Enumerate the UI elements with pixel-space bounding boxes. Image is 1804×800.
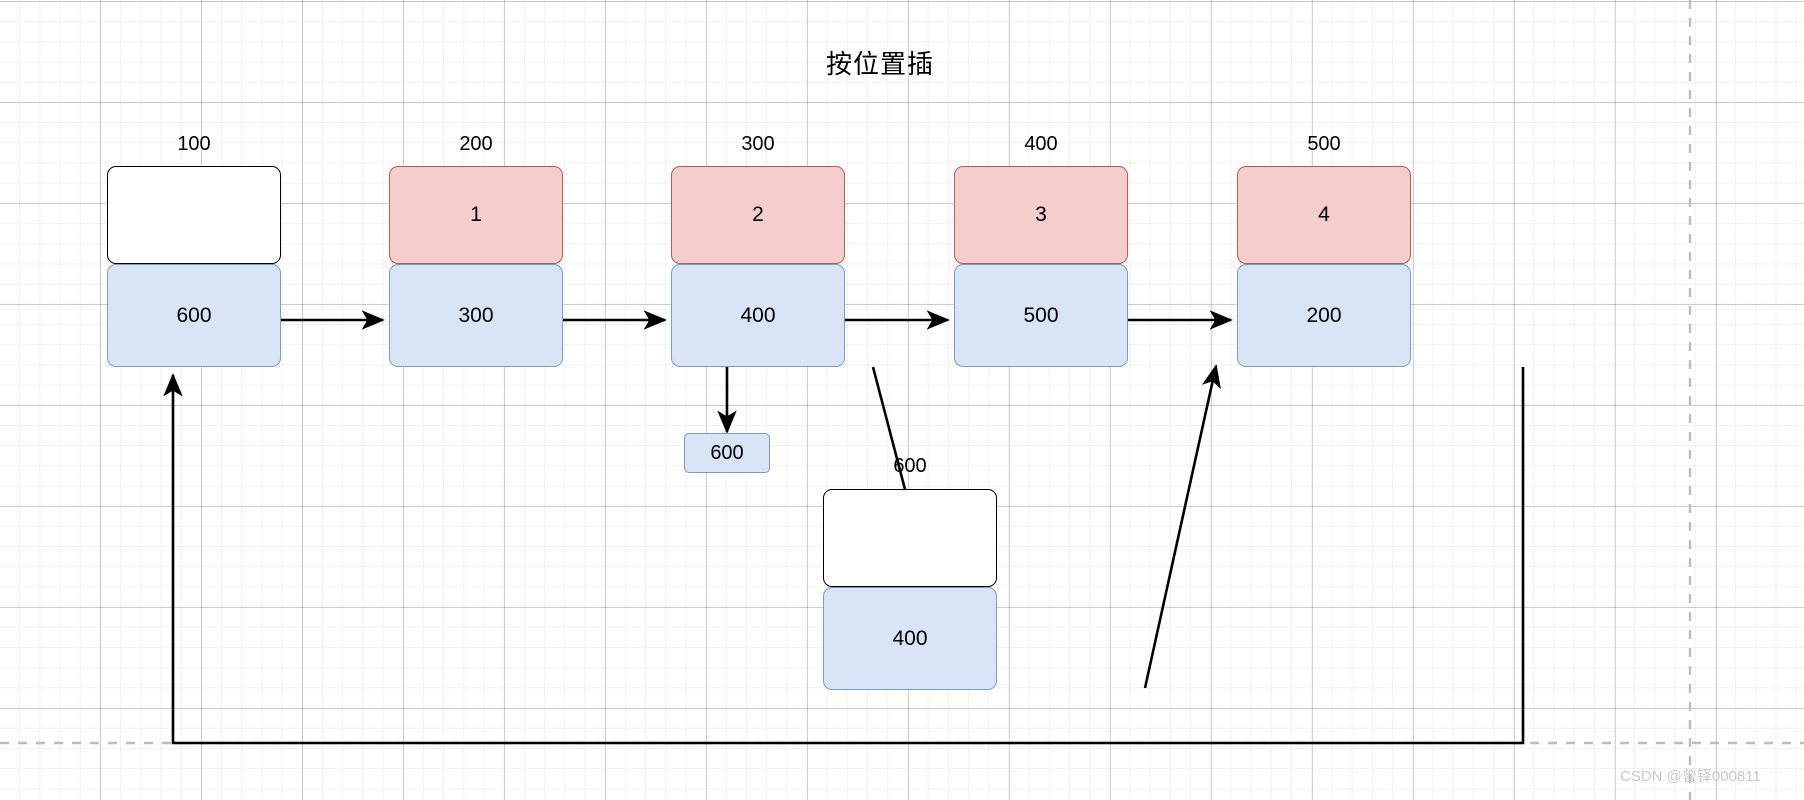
- new-node-600-header: [823, 489, 997, 587]
- node-address-label-3: 300: [741, 133, 775, 155]
- node-300-header: 2: [671, 166, 845, 264]
- node-200-header: 1: [389, 166, 563, 264]
- node-200-value: 300: [389, 264, 563, 367]
- new-node-600-value: 400: [823, 587, 997, 690]
- diagram-title-text: 按位置插: [825, 49, 934, 79]
- small-box-600: 600: [684, 433, 770, 473]
- node-400-header: 3: [954, 166, 1128, 264]
- node-300-value: 400: [671, 264, 845, 367]
- node-100-header: [107, 166, 281, 264]
- edge-new-node-to-400: [1143, 364, 1221, 689]
- node-400-value: 500: [954, 264, 1128, 367]
- node-address-label-1: 100: [177, 133, 211, 155]
- node-address-label-2: 200: [459, 133, 493, 155]
- csdn-watermark: CSDN @曾铎000811: [1620, 768, 1761, 785]
- new-node-address-label: 600: [893, 455, 927, 477]
- node-address-label-4: 400: [1024, 133, 1058, 155]
- node-500-header: 4: [1237, 166, 1411, 264]
- node-100-value: 600: [107, 264, 281, 367]
- node-address-label-5: 500: [1307, 133, 1341, 155]
- diagram-title: 按位置插: [0, 44, 1804, 81]
- node-500-value: 200: [1237, 264, 1411, 367]
